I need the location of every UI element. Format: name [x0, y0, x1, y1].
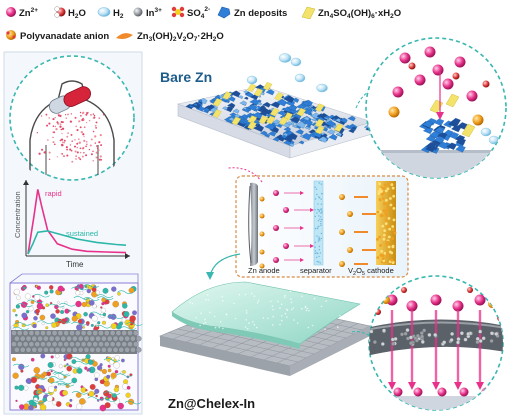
svg-text:H2: H2 — [113, 8, 124, 20]
release-chart-label-sustained: sustained — [66, 229, 98, 238]
released-particles — [36, 111, 105, 163]
md-simulation-box — [9, 273, 143, 412]
release-chart-line-sustained — [27, 230, 127, 255]
polyvanadate-anion-icon — [6, 30, 16, 40]
svg-text:In3+: In3+ — [146, 7, 162, 19]
svg-text:Zn3(OH)2V2O7·2H2O: Zn3(OH)2V2O7·2H2O — [137, 31, 224, 43]
legend-item-zn-deposits: Zn deposits — [217, 6, 287, 19]
zn2-ion-icon — [6, 7, 16, 17]
release-chart-line-rapid — [27, 189, 127, 255]
body-inset-circle — [9, 55, 135, 181]
coated-zn-slab — [159, 281, 371, 376]
svg-text:SO42-: SO42- — [187, 6, 210, 20]
zinc-slab — [11, 330, 142, 354]
sulfate-ion-icon — [171, 6, 185, 18]
legend-item-so4: SO42- — [171, 6, 210, 20]
svg-text:Zn2+: Zn2+ — [19, 7, 38, 19]
byproduct-flake-icon — [301, 6, 316, 20]
capsule-icon — [49, 86, 91, 114]
chelex-in-film — [171, 281, 361, 345]
legend-item-in3: In3+ — [133, 7, 162, 19]
svg-text:H2O: H2O — [68, 8, 86, 20]
drug-release-illustration — [9, 55, 135, 181]
bare-zn-section: Bare Zn — [160, 37, 507, 179]
coated-zn-section: Zn@Chelex-In — [159, 275, 504, 411]
indium-ion-icon — [133, 7, 143, 17]
water-molecule-icon — [54, 6, 66, 18]
legend-item-zn2: Zn2+ — [6, 7, 38, 19]
zn-dendrite-deposits — [185, 82, 375, 147]
legend-item-byproduct-vanadate: Zn3(OH)2V2O7·2H2O — [116, 31, 224, 43]
release-chart-ylabel: Concentration — [13, 191, 22, 238]
legend-item-h2o: H2O — [54, 6, 86, 20]
svg-text:Zn deposits: Zn deposits — [234, 8, 287, 19]
cathode-label: V2O5 cathode — [348, 266, 394, 277]
legend-item-h2: H2 — [97, 7, 124, 20]
coated-zn-title: Zn@Chelex-In — [168, 396, 255, 411]
release-chart-xlabel: Time — [66, 260, 84, 269]
bare-zn-zoom-inset — [365, 37, 507, 179]
electrolyte-layer-bottom — [12, 353, 142, 412]
anode-label: Zn anode — [248, 266, 280, 275]
legend-item-polyvanadate: Polyvanadate anion — [6, 30, 109, 42]
release-chart-label-rapid: rapid — [45, 189, 62, 198]
legend: Zn2+ H2O H2 In3+ — [6, 6, 401, 43]
left-panel: Concentration Time rapid sustained — [3, 51, 143, 415]
separator-label: separator — [300, 266, 332, 275]
zn-anode-plate — [248, 182, 258, 266]
coated-zn-zoom-inset — [368, 275, 504, 411]
electrolyte-layer-top — [10, 283, 143, 331]
v2o5-cathode — [376, 181, 397, 265]
svg-text:Polyvanadate anion: Polyvanadate anion — [20, 31, 109, 42]
legend-item-byproduct-sulfate: Zn4SO4(OH)6·xH2O — [301, 6, 401, 20]
byproduct-needle-icon — [116, 33, 133, 39]
hydrogen-bubbles — [246, 53, 328, 93]
zn-deposit-icon — [217, 6, 231, 19]
bare-zn-slab — [176, 82, 375, 159]
cell-ions — [259, 190, 376, 269]
bare-zn-title: Bare Zn — [160, 69, 212, 85]
svg-text:Zn4SO4(OH)6·xH2O: Zn4SO4(OH)6·xH2O — [318, 8, 401, 20]
hydrogen-molecule-icon — [97, 7, 111, 17]
battery-cell-diagram: Zn anode separator V2O5 cathode — [206, 167, 409, 280]
release-chart: Concentration Time rapid sustained — [13, 180, 130, 269]
separator-membrane — [313, 180, 324, 266]
